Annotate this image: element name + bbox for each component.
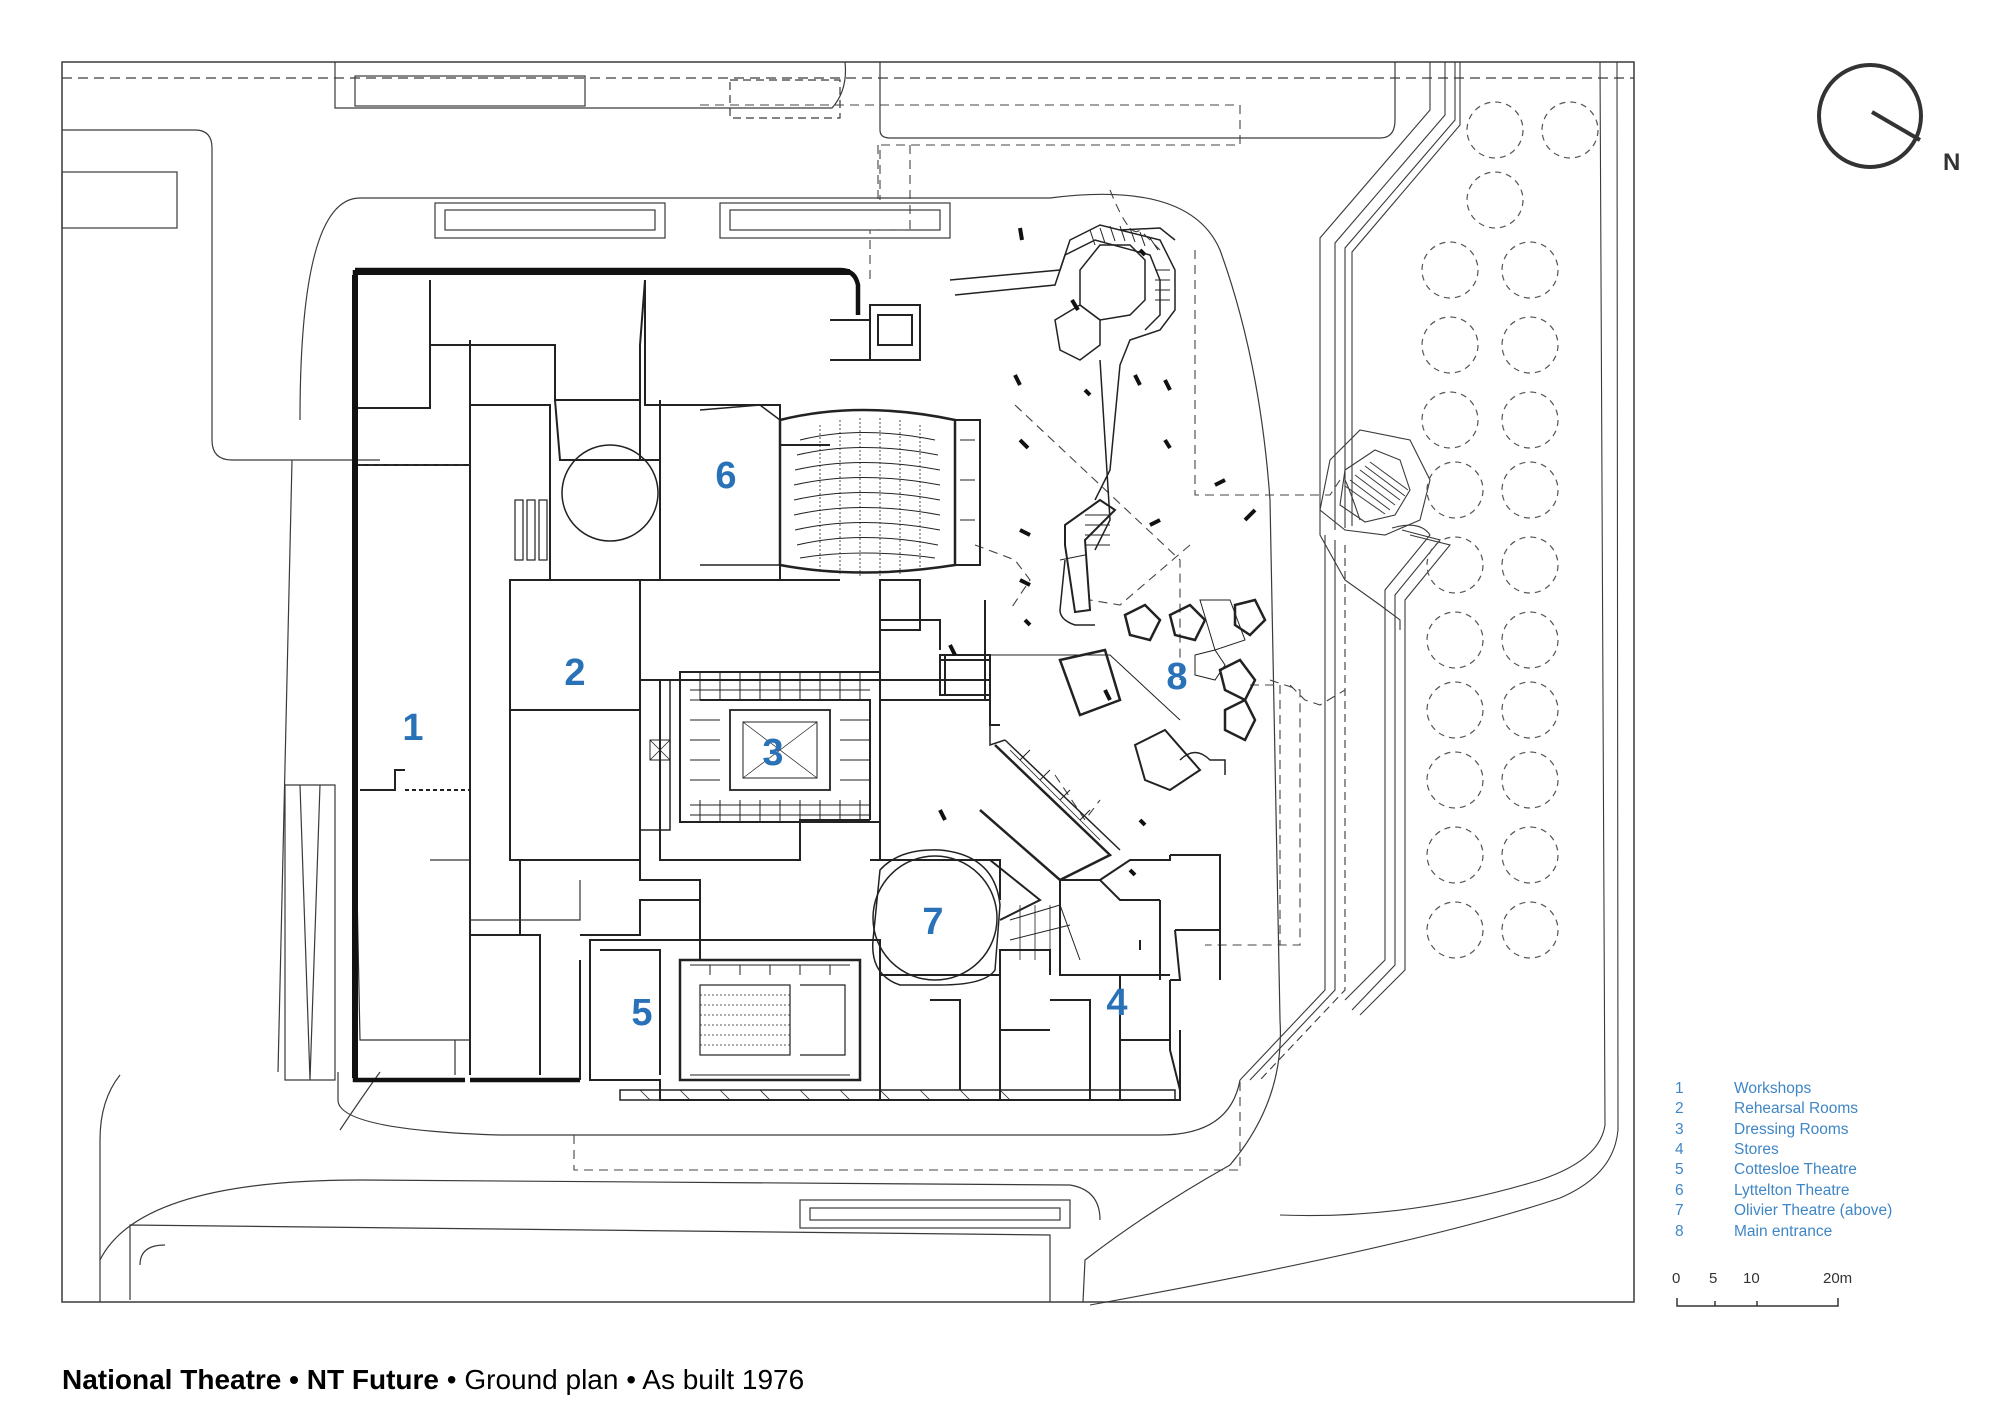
zone-number-8: 8 [1166, 656, 1187, 698]
scale-tick-label: 5 [1709, 1270, 1717, 1287]
scale-bar: 0 5 10 20m [1672, 1270, 1852, 1307]
zone-number-7: 7 [922, 901, 943, 943]
zone-number-2: 2 [564, 652, 585, 694]
north-arrow-needle [1870, 110, 1922, 142]
legend-number: 8 [1675, 1223, 1684, 1240]
legend-label: Lyttelton Theatre [1734, 1182, 1849, 1199]
curbs [99, 193, 1282, 1303]
legend-number: 2 [1675, 1100, 1684, 1117]
legend-number: 7 [1675, 1202, 1684, 1219]
workshop-north-wall [352, 269, 850, 1078]
scale-tick-label: 20m [1823, 1270, 1852, 1287]
legend-label: Stores [1734, 1141, 1779, 1158]
caption-rest: • Ground plan • As built 1976 [438, 1364, 805, 1395]
scale-tick-label: 10 [1743, 1270, 1760, 1287]
lyttelton-auditorium [699, 404, 981, 576]
legend-label: Workshops [1734, 1080, 1811, 1097]
rehearsal-racks [514, 499, 548, 561]
legend-label: Cottesloe Theatre [1734, 1161, 1857, 1178]
zone-numbers: 1 2 3 4 5 6 7 8 [402, 455, 1187, 1034]
scale-tick-label: 0 [1672, 1270, 1680, 1287]
legend-label: Rehearsal Rooms [1734, 1100, 1858, 1117]
legend-number: 6 [1675, 1182, 1684, 1199]
stair-treads [1085, 225, 1170, 546]
north-service-block [830, 304, 991, 696]
zone-number-4: 4 [1106, 982, 1127, 1024]
cottesloe-theatre [619, 958, 1176, 1101]
olivier-theatre [870, 699, 1121, 986]
legend-label: Dressing Rooms [1734, 1121, 1849, 1138]
trees [1421, 101, 1599, 959]
caption-project: NT Future [306, 1364, 439, 1395]
legend-number: 3 [1675, 1121, 1684, 1138]
street-edges [61, 61, 1396, 1302]
canopy-outlines [573, 104, 1346, 1171]
caption-separator: • [281, 1364, 307, 1395]
workshop-partitions [354, 464, 581, 1075]
drawing-frame [61, 61, 1635, 1303]
north-arrow-circle [1817, 63, 1923, 169]
entrance-foyer [940, 498, 1267, 792]
legend-label: Main entrance [1734, 1223, 1832, 1240]
zone-number-3: 3 [762, 732, 783, 774]
riverside-walkway [1089, 61, 1619, 1306]
zone-number-5: 5 [631, 992, 652, 1034]
north-arrow: N [1817, 63, 1960, 176]
legend: 1 Workshops 2 Rehearsal Rooms 3 Dressing… [1675, 1080, 1892, 1240]
caption-title: National Theatre [62, 1364, 282, 1395]
legend-number: 4 [1675, 1141, 1684, 1158]
legend-number: 1 [1675, 1080, 1684, 1097]
zone-number-6: 6 [715, 455, 736, 497]
scale-bar-line [1676, 1298, 1839, 1307]
rehearsal-circle [561, 444, 659, 542]
riverside-stairs [1344, 461, 1409, 515]
legend-label: Olivier Theatre (above) [1734, 1202, 1892, 1219]
foyer-columns [938, 227, 1257, 877]
caption: National Theatre • NT Future • Ground pl… [62, 1364, 804, 1396]
zone-number-1: 1 [402, 707, 423, 749]
legend-number: 5 [1675, 1161, 1684, 1178]
dressing-rooms-block [640, 671, 881, 831]
north-label: N [1943, 149, 1960, 176]
north-east-stairs [949, 224, 1176, 551]
